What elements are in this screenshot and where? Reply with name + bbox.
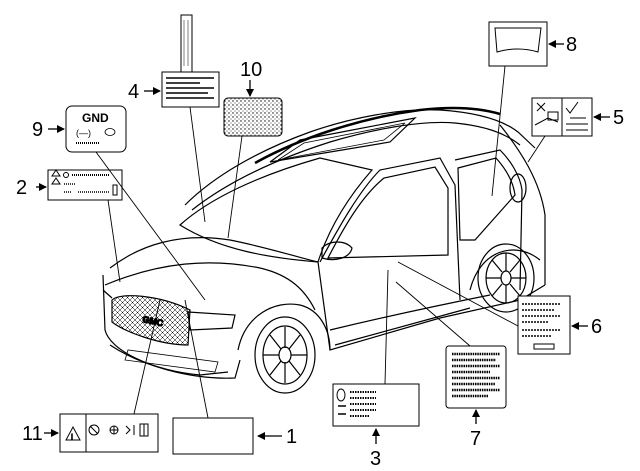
label-9-icon: GND (—) (65, 105, 127, 153)
vehicle-outline: GMC (102, 106, 546, 394)
label-6-icon (517, 295, 571, 355)
callout-6: 6 (591, 316, 602, 338)
callout-2: 2 (16, 177, 27, 199)
svg-text:!: ! (71, 434, 73, 441)
callout-9: 9 (32, 119, 43, 141)
svg-text:GMC: GMC (142, 314, 165, 328)
callout-arrows (36, 40, 610, 444)
label-7-icon (445, 345, 507, 409)
leader-lines (95, 65, 546, 419)
label-10-icon (223, 97, 283, 137)
label-5-icon (531, 97, 593, 137)
label-8-icon (488, 21, 548, 67)
label-3-icon (332, 383, 420, 427)
label-4-icon (161, 14, 220, 108)
callout-4: 4 (128, 81, 139, 103)
callout-8: 8 (566, 34, 577, 56)
callout-3: 3 (370, 448, 381, 470)
label-9-title: GND (82, 111, 109, 125)
label-9-line: (—) (76, 128, 91, 138)
label-11-icon: ! (59, 413, 159, 453)
callout-7: 7 (470, 428, 481, 450)
callout-5: 5 (613, 107, 624, 129)
callout-10: 10 (240, 59, 262, 81)
callout-1: 1 (286, 426, 297, 448)
label-1-icon (172, 417, 254, 455)
callout-11: 11 (22, 423, 43, 445)
label-2-icon (47, 169, 123, 201)
